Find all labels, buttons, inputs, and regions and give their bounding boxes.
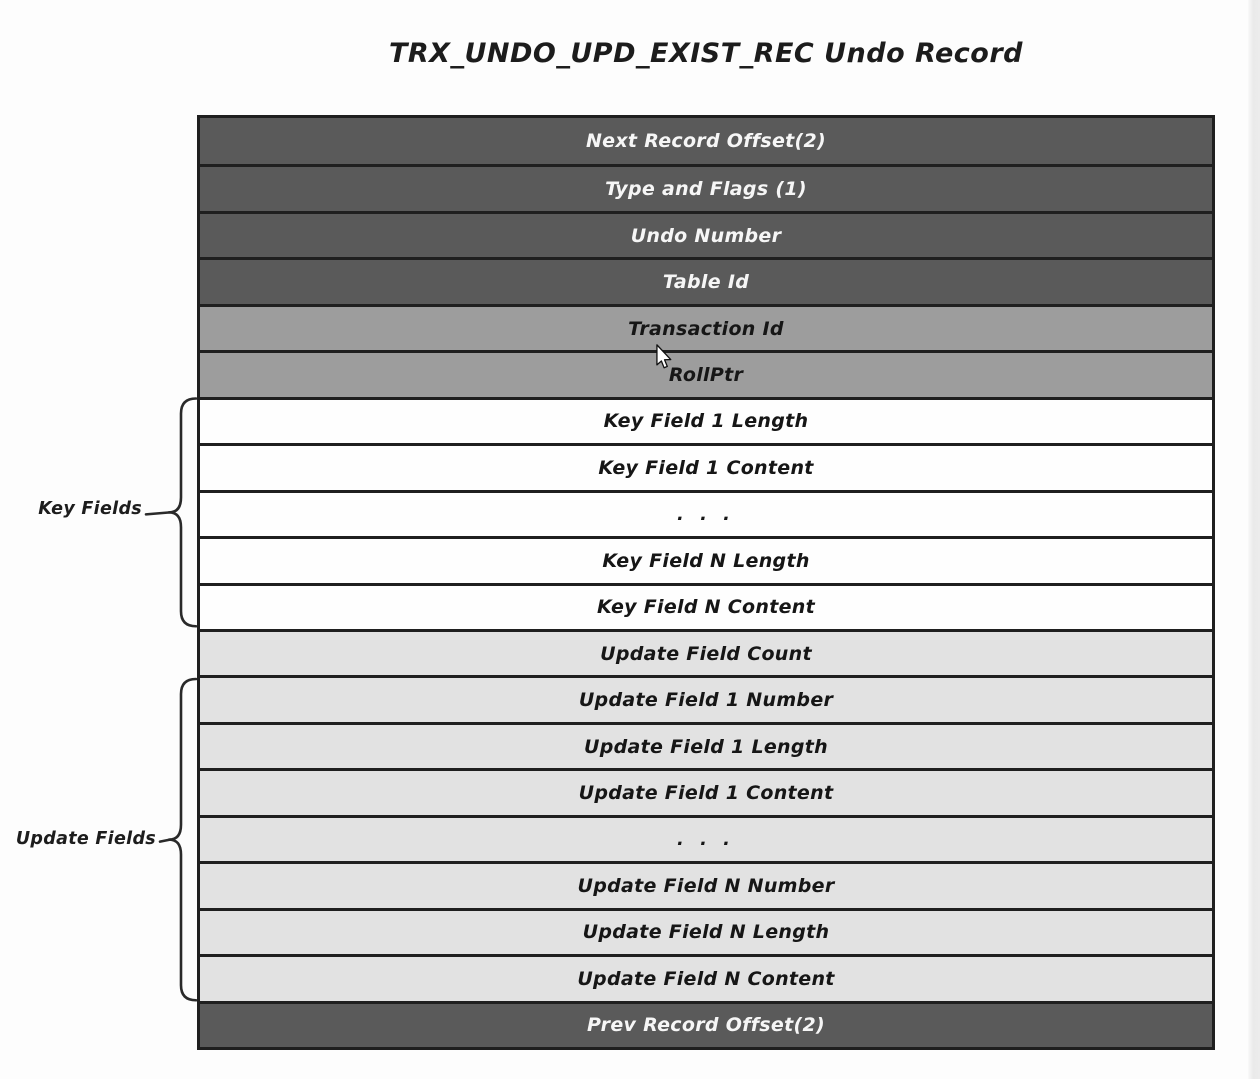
record-row-label: Update Field 1 Length [583, 735, 828, 758]
record-row: Update Field N Content [200, 954, 1212, 1001]
record-row-label: Transaction Id [628, 317, 784, 340]
right-edge-scrollbar-track[interactable] [1248, 0, 1260, 1079]
undo-record-table: Next Record Offset(2) Type and Flags (1) U… [197, 115, 1215, 1050]
record-row: Type and Flags (1) [200, 164, 1212, 211]
record-row: RollPtr [200, 350, 1212, 397]
record-row: Key Field 1 Length [200, 396, 1212, 444]
record-row-label: Prev Record Offset(2) [587, 1014, 825, 1037]
record-row: Update Field Count [200, 628, 1212, 676]
mouse-cursor-icon [656, 344, 672, 369]
record-row-label: Update Field 1 Number [578, 689, 834, 712]
record-row-label: Key Field 1 Length [603, 410, 809, 433]
record-row: . . . [200, 489, 1212, 537]
record-row: . . . [200, 814, 1212, 862]
record-row-label: Update Field 1 Content [578, 782, 834, 805]
record-row-label: Update Field N Content [577, 967, 835, 990]
record-row-label: . . . [676, 503, 736, 525]
record-row: Prev Record Offset(2) [200, 1000, 1212, 1047]
record-row-label: Key Field N Content [597, 596, 815, 619]
record-row: Next Record Offset(2) [200, 118, 1212, 165]
record-row: Key Field 1 Content [200, 443, 1212, 490]
record-row-label: Update Field Count [600, 642, 812, 665]
record-row: Update Field 1 Content [200, 768, 1212, 815]
record-row-label: Key Field N Length [602, 549, 810, 572]
record-row: Update Field N Number [200, 861, 1212, 908]
record-row: Key Field N Content [200, 582, 1212, 629]
group-brace [167, 397, 198, 628]
record-row: Undo Number [200, 210, 1212, 258]
record-row-label: Undo Number [630, 224, 782, 247]
record-row-label: Table Id [662, 271, 750, 294]
record-row: Key Field N Length [200, 536, 1212, 583]
record-row: Transaction Id [200, 303, 1212, 351]
group-label: Key Fields [38, 499, 142, 520]
record-row-label: Type and Flags (1) [605, 178, 807, 201]
record-row: Update Field N Length [200, 907, 1212, 955]
record-row-label: . . . [676, 828, 736, 850]
record-row-label: Update Field N Number [577, 874, 835, 897]
record-row-label: Update Field N Length [582, 921, 830, 944]
page-title: TRX_UNDO_UPD_EXIST_REC Undo Record [388, 38, 1024, 69]
group-brace [167, 677, 198, 1002]
brace-connector-line [144, 511, 172, 516]
group-label: Update Fields [15, 828, 156, 849]
record-row-label: Key Field 1 Content [598, 456, 814, 479]
record-row-label: RollPtr [668, 363, 744, 386]
brace-connector-line [158, 838, 172, 843]
record-row: Table Id [200, 257, 1212, 304]
record-row-label: Next Record Offset(2) [585, 130, 827, 153]
record-row: Update Field 1 Number [200, 675, 1212, 722]
record-row: Update Field 1 Length [200, 721, 1212, 769]
